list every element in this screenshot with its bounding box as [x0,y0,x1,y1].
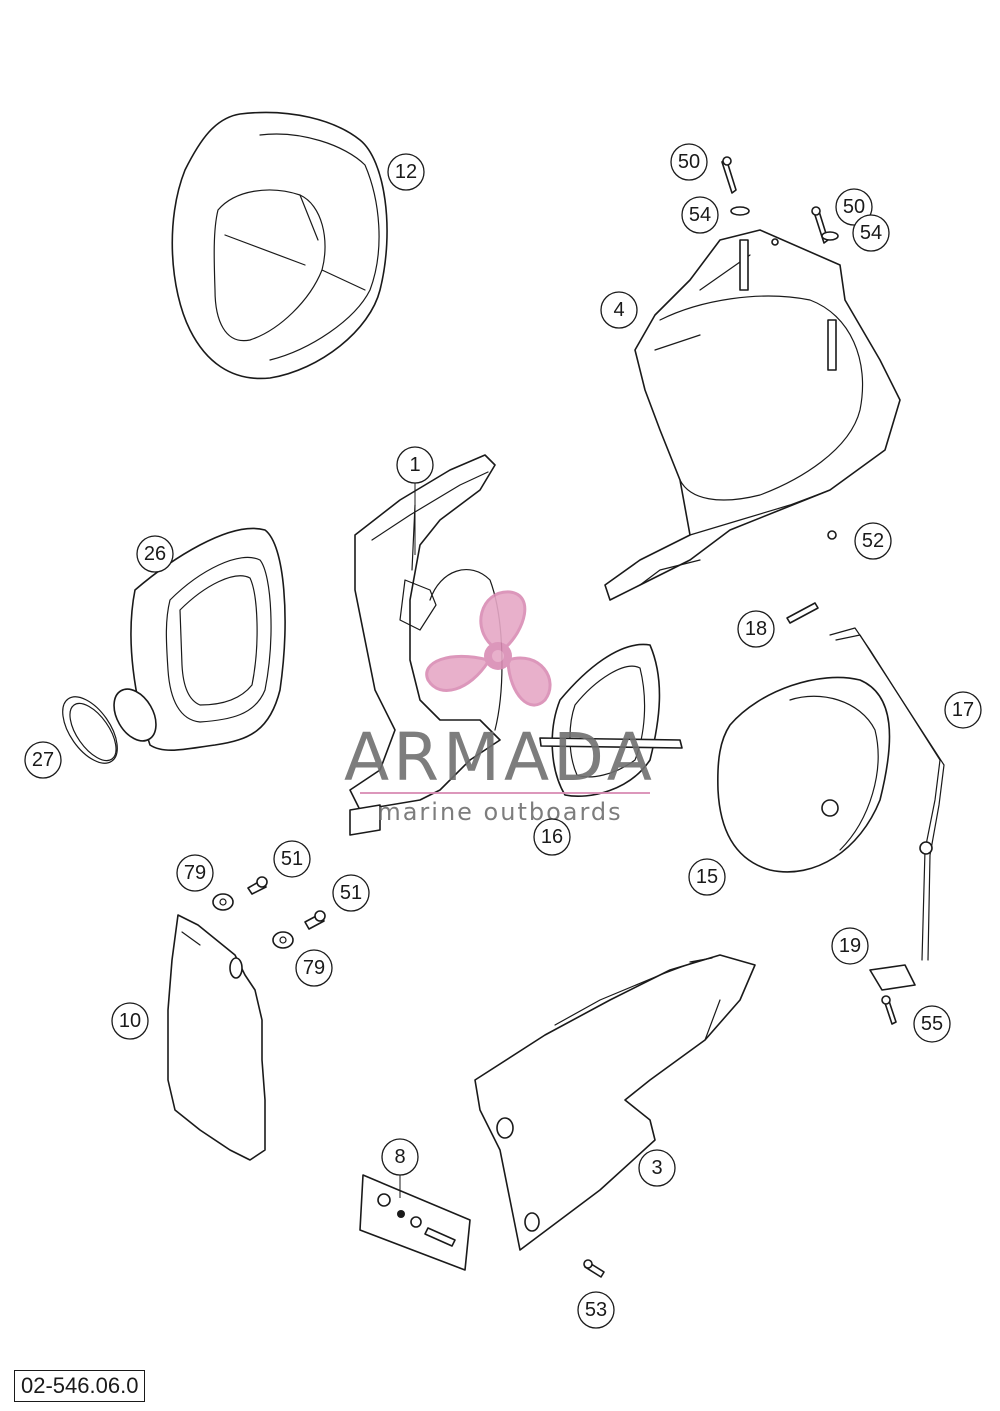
callout-50: 50 [835,188,873,226]
svg-text:18: 18 [745,618,767,640]
leader-lines [399,483,416,1198]
svg-text:17: 17 [952,699,974,721]
part-17-retaining-rod [829,627,945,961]
watermark-tagline: marine outboards [377,798,622,826]
svg-text:1: 1 [409,454,420,476]
svg-text:26: 26 [144,543,166,565]
svg-text:4: 4 [613,299,624,321]
callout-79: 79 [176,854,214,892]
callout-55: 55 [913,1005,951,1043]
svg-text:19: 19 [839,935,861,957]
callout-8: 8 [381,1138,419,1176]
callout-51: 51 [273,840,311,878]
callout-15: 15 [688,858,726,896]
svg-text:50: 50 [678,151,700,173]
screw-53 [583,1259,605,1278]
part-3-side-cover [474,954,756,1251]
hardware-79-51 [212,876,326,949]
callout-53: 53 [577,1291,615,1329]
callout-1: 1 [396,446,434,484]
part-15-filter-cover [717,676,891,873]
svg-text:51: 51 [281,848,303,870]
callout-17: 17 [944,691,982,729]
svg-text:54: 54 [860,222,882,244]
callout-10: 10 [111,1002,149,1040]
svg-text:79: 79 [303,957,325,979]
callout-27: 27 [24,741,62,779]
svg-text:16: 16 [541,826,563,848]
svg-text:53: 53 [585,1299,607,1321]
svg-text:12: 12 [395,161,417,183]
diagram-code-label: 02-546.06.0 [14,1370,146,1402]
callout-19: 19 [831,927,869,965]
part-19-bracket [869,964,916,1025]
callout-54: 54 [681,196,719,234]
svg-text:51: 51 [340,882,362,904]
part-10-side-panel [167,914,266,1161]
callout-50: 50 [670,143,708,181]
svg-text:15: 15 [696,866,718,888]
svg-text:27: 27 [32,749,54,771]
part-12-air-filter [171,111,388,380]
screw-52 [827,530,837,540]
svg-text:10: 10 [119,1010,141,1032]
callout-3: 3 [638,1149,676,1187]
part-26-filter-frame [113,527,286,751]
part-18-pin [786,602,819,624]
callout-54: 54 [852,214,890,252]
svg-text:54: 54 [689,204,711,226]
svg-text:50: 50 [843,196,865,218]
svg-text:79: 79 [184,862,206,884]
svg-text:8: 8 [394,1146,405,1168]
callout-52: 52 [854,522,892,560]
callout-16: 16 [533,818,571,856]
part-8-fastener-kit [359,1174,471,1271]
callout-26: 26 [136,535,174,573]
svg-text:3: 3 [651,1157,662,1179]
callout-79: 79 [295,949,333,987]
callout-51: 51 [332,874,370,912]
part-4-airbox [604,229,901,601]
watermark-brand: ARMADA [344,719,656,796]
propeller-logo-icon [425,590,552,707]
part-16-filter-support [539,643,683,798]
callout-18: 18 [737,610,775,648]
bolts-50-washers-54 [721,156,839,246]
callout-4: 4 [600,291,638,329]
svg-text:52: 52 [862,530,884,552]
callout-12: 12 [387,153,425,191]
part-27-hose-clamp [62,696,118,764]
svg-text:55: 55 [921,1013,943,1035]
armada-watermark: ARMADA marine outboards [344,590,656,826]
